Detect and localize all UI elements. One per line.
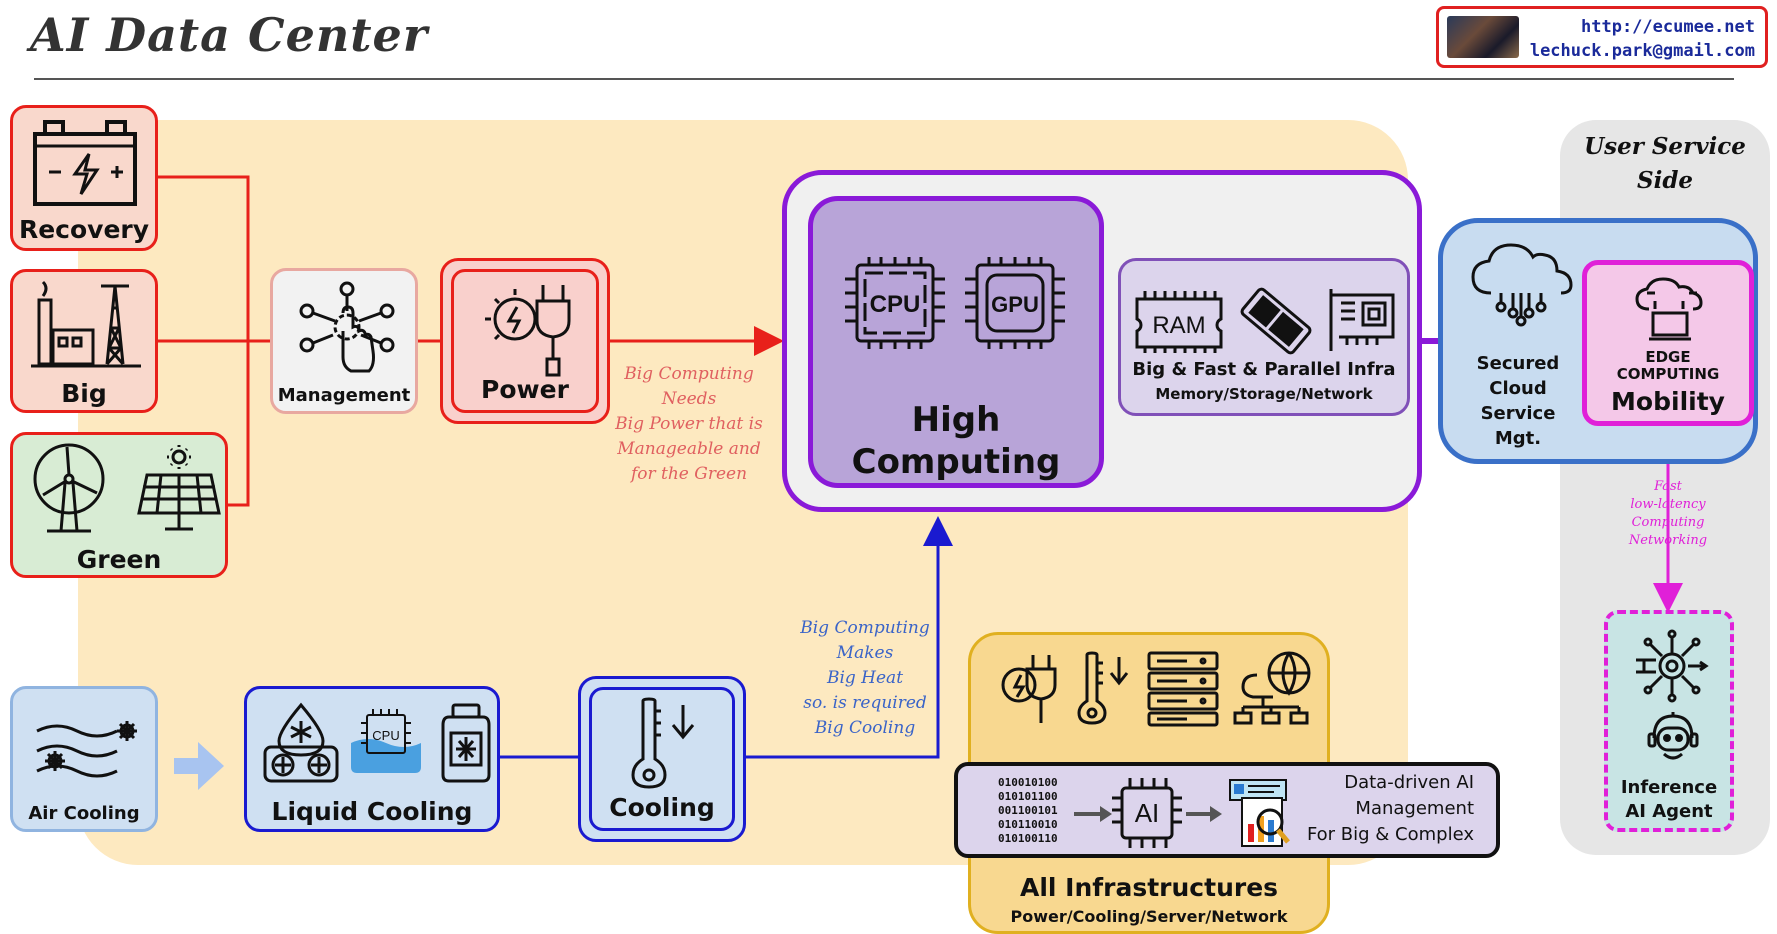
contact-card: http://ecumee.net lechuck.park@gmail.com bbox=[1436, 6, 1768, 68]
contact-email[interactable]: lechuck.park@gmail.com bbox=[1529, 41, 1755, 61]
cloud-network-icon bbox=[1471, 243, 1573, 327]
robot-agent-icon bbox=[1647, 712, 1699, 760]
latency-note: Fast low-latency Computing Networking bbox=[1628, 479, 1708, 548]
power-label: Power bbox=[481, 375, 569, 404]
ram-label: RAM bbox=[1152, 312, 1205, 339]
edge-cloud-icon bbox=[1635, 277, 1703, 341]
ai-management-label: Data-driven AI Management For Big & Comp… bbox=[1306, 772, 1474, 845]
edge-computing-label: EDGE COMPUTING bbox=[1616, 348, 1720, 383]
svg-text:010100110: 010100110 bbox=[998, 832, 1058, 845]
all-infrastructures-title: All Infrastructures bbox=[1019, 873, 1279, 902]
green-label: Green bbox=[76, 545, 162, 574]
avatar bbox=[1447, 16, 1519, 58]
liquid-cpu-label: CPU bbox=[372, 728, 399, 743]
inference-label: Inference AI Agent bbox=[1620, 777, 1718, 822]
recovery-box: Recovery bbox=[10, 105, 158, 251]
svg-text:010101100: 010101100 bbox=[998, 790, 1058, 803]
liquid-cooler-icon bbox=[263, 702, 339, 783]
infra-box: RAM Big & Fast & Parallel Infra Memory/S… bbox=[1118, 258, 1410, 416]
user-side-label: User Service Side bbox=[1584, 133, 1746, 194]
gpu-chip-icon: GPU bbox=[965, 257, 1065, 349]
power-plant-icon bbox=[31, 280, 141, 368]
page-title: AI Data Center bbox=[30, 8, 429, 62]
inference-agent-box: Inference AI Agent bbox=[1604, 610, 1734, 832]
management-box: Management bbox=[270, 268, 418, 414]
cloud-label: Secured Cloud Service Mgt. bbox=[1476, 353, 1560, 449]
power-plug-icon bbox=[485, 285, 571, 377]
edge-computing-box: EDGE COMPUTING Mobility bbox=[1582, 260, 1754, 426]
network-card-icon bbox=[1329, 289, 1395, 351]
green-box: Green bbox=[10, 432, 228, 578]
coolant-bottle-icon bbox=[441, 703, 491, 783]
contact-url[interactable]: http://ecumee.net bbox=[1581, 17, 1755, 37]
management-label: Management bbox=[277, 385, 411, 406]
server-rack-icon bbox=[1147, 651, 1219, 727]
infra-subtitle: Memory/Storage/Network bbox=[1155, 385, 1373, 403]
liquid-cooling-label: Liquid Cooling bbox=[271, 797, 473, 826]
air-cooling-box: Air Cooling bbox=[10, 686, 158, 832]
wind-turbine-icon bbox=[33, 443, 105, 533]
gpu-label: GPU bbox=[991, 292, 1039, 317]
big-label: Big bbox=[61, 379, 107, 408]
contact-text: http://ecumee.net lechuck.park@gmail.com bbox=[1530, 15, 1755, 63]
power-box: Power bbox=[440, 258, 610, 424]
analytics-report-icon bbox=[1229, 779, 1290, 847]
infra-title: Big & Fast & Parallel Infra bbox=[1132, 359, 1396, 380]
ai-chip-label: AI bbox=[1135, 798, 1160, 828]
network-globe-icon bbox=[1233, 651, 1311, 725]
battery-icon bbox=[33, 120, 137, 206]
svg-text:010110010: 010110010 bbox=[998, 818, 1058, 831]
ram-icon: RAM bbox=[1135, 291, 1223, 353]
infra-power-icon bbox=[1001, 655, 1057, 723]
mobility-label: Mobility bbox=[1611, 387, 1725, 416]
management-network-icon bbox=[299, 281, 395, 373]
cooling-note: Big Computing Makes Big Heat so. is requ… bbox=[800, 618, 930, 738]
title-divider bbox=[34, 78, 1734, 80]
infra-temperature-icon bbox=[1077, 651, 1129, 725]
liquid-cooling-box: CPU Liquid Cooling bbox=[244, 686, 500, 832]
ai-network-icon bbox=[1636, 629, 1709, 703]
recovery-label: Recovery bbox=[18, 215, 150, 244]
liquid-cpu-icon: CPU bbox=[351, 709, 421, 773]
solar-panel-icon bbox=[137, 445, 221, 531]
high-computing-label: High Computing bbox=[851, 400, 1061, 482]
ssd-storage-icon bbox=[1240, 287, 1312, 355]
ai-chip-icon bbox=[1112, 778, 1182, 848]
high-computing-box: CPU GPU High Computing bbox=[808, 196, 1104, 488]
cooling-label: Cooling bbox=[609, 793, 715, 822]
svg-text:001100101: 001100101 bbox=[998, 804, 1058, 817]
air-flow-icon bbox=[36, 721, 137, 778]
cpu-chip-icon: CPU bbox=[845, 257, 945, 349]
air-cooling-label: Air Cooling bbox=[28, 803, 140, 824]
cooling-box: Cooling bbox=[578, 676, 746, 842]
cpu-label: CPU bbox=[870, 291, 921, 318]
power-note: Big Computing Needs Big Power that is Ma… bbox=[615, 364, 763, 484]
big-box: Big bbox=[10, 269, 158, 413]
all-infrastructures-subtitle: Power/Cooling/Server/Network bbox=[1010, 907, 1288, 926]
thermometer-icon bbox=[631, 697, 695, 789]
svg-text:010010100: 010010100 bbox=[998, 776, 1058, 789]
